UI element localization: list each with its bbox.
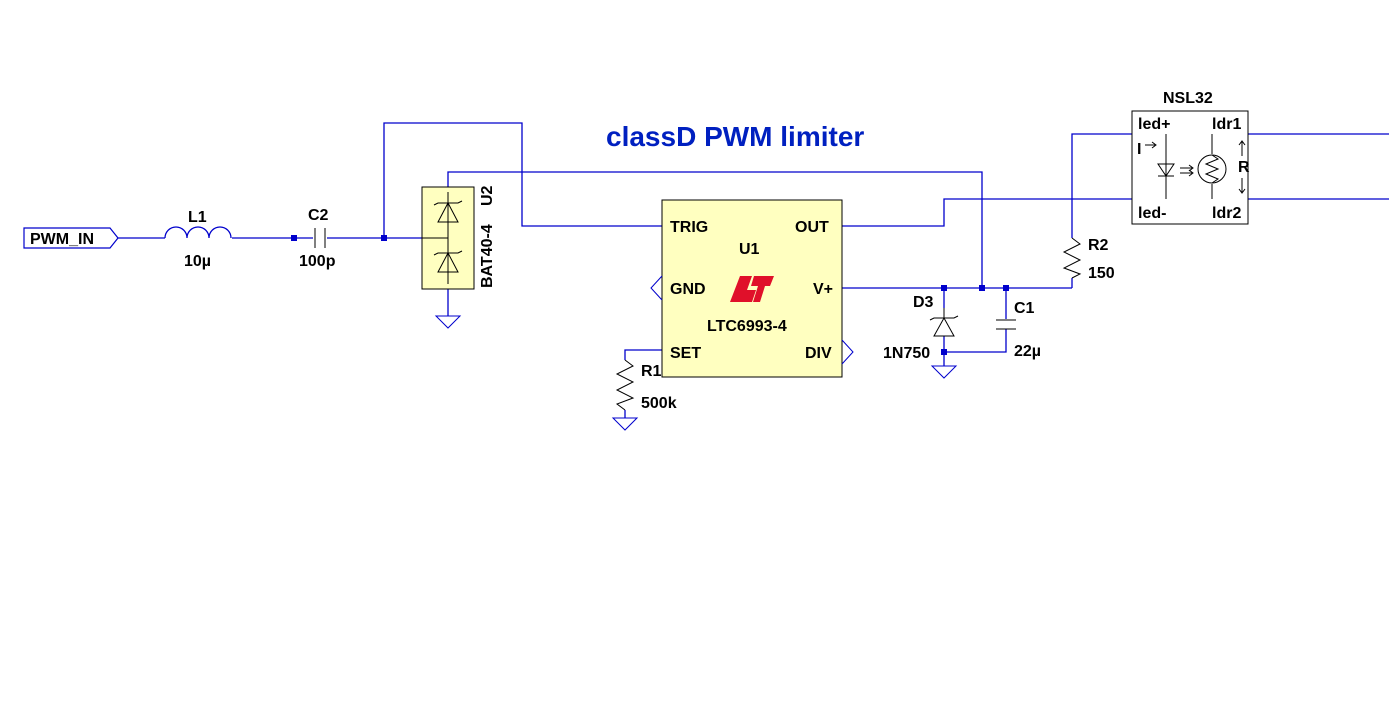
ic-u1[interactable]: TRIG OUT GND V+ SET DIV U1 LTC6993-4 xyxy=(650,199,854,378)
junction-dot xyxy=(291,235,297,241)
ground-icon xyxy=(930,365,958,379)
pin-led-minus: led- xyxy=(1138,205,1166,222)
wires xyxy=(118,122,1389,418)
nsl32-r-label: R xyxy=(1238,159,1250,176)
ground-icon xyxy=(434,315,462,329)
l1-value: 10µ xyxy=(184,253,211,270)
pin-set: SET xyxy=(670,345,701,362)
nsl32-ref: NSL32 xyxy=(1163,90,1213,107)
junction-dot xyxy=(941,349,947,355)
pwm-in-net-label[interactable]: PWM_IN xyxy=(23,227,119,249)
resistor-r1[interactable]: R1 500k xyxy=(615,359,677,412)
optocoupler-nsl32[interactable]: NSL32 led+ ldr1 led- ldr2 I R xyxy=(1131,90,1250,225)
u2-value: BAT40-4 xyxy=(479,224,496,288)
c2-ref: C2 xyxy=(308,207,329,224)
pin-out: OUT xyxy=(795,219,829,236)
ground-symbols xyxy=(434,315,958,431)
capacitor-c2[interactable]: C2 100p xyxy=(299,207,336,270)
r1-value: 500k xyxy=(641,395,677,412)
nsl32-i-label: I xyxy=(1137,141,1141,158)
junction-dot xyxy=(1003,285,1009,291)
r1-ref: R1 xyxy=(641,363,662,380)
r2-ref: R2 xyxy=(1088,237,1109,254)
d3-value: 1N750 xyxy=(883,345,930,362)
diode-pack-u2[interactable]: BAT40-4 U2 xyxy=(421,185,496,290)
pin-ldr1: ldr1 xyxy=(1212,116,1241,133)
junctions xyxy=(291,235,1009,355)
pin-trig: TRIG xyxy=(670,219,708,236)
schematic-title: classD PWM limiter xyxy=(606,121,864,152)
pin-led-plus: led+ xyxy=(1138,116,1170,133)
c1-ref: C1 xyxy=(1014,300,1035,317)
inductor-l1[interactable]: L1 10µ xyxy=(164,209,232,270)
pin-div: DIV xyxy=(805,345,832,362)
d3-ref: D3 xyxy=(913,294,934,311)
lt-logo-icon xyxy=(730,276,774,302)
l1-ref: L1 xyxy=(188,209,207,226)
c2-value: 100p xyxy=(299,253,336,270)
resistor-r2[interactable]: R2 150 xyxy=(1062,237,1115,282)
junction-dot xyxy=(979,285,985,291)
zener-d3[interactable]: D3 1N750 xyxy=(883,294,959,362)
junction-dot xyxy=(941,285,947,291)
net-label-text: PWM_IN xyxy=(30,231,94,248)
r2-value: 150 xyxy=(1088,265,1115,282)
pin-vplus: V+ xyxy=(813,281,833,298)
ground-icon xyxy=(611,417,639,431)
u1-part: LTC6993-4 xyxy=(707,318,787,335)
capacitor-c1[interactable]: C1 22µ xyxy=(996,300,1041,360)
junction-dot xyxy=(381,235,387,241)
pin-ldr2: ldr2 xyxy=(1212,205,1241,222)
pin-gnd: GND xyxy=(670,281,706,298)
c1-value: 22µ xyxy=(1014,343,1041,360)
u2-ref: U2 xyxy=(479,185,496,206)
u1-ref: U1 xyxy=(739,241,760,258)
